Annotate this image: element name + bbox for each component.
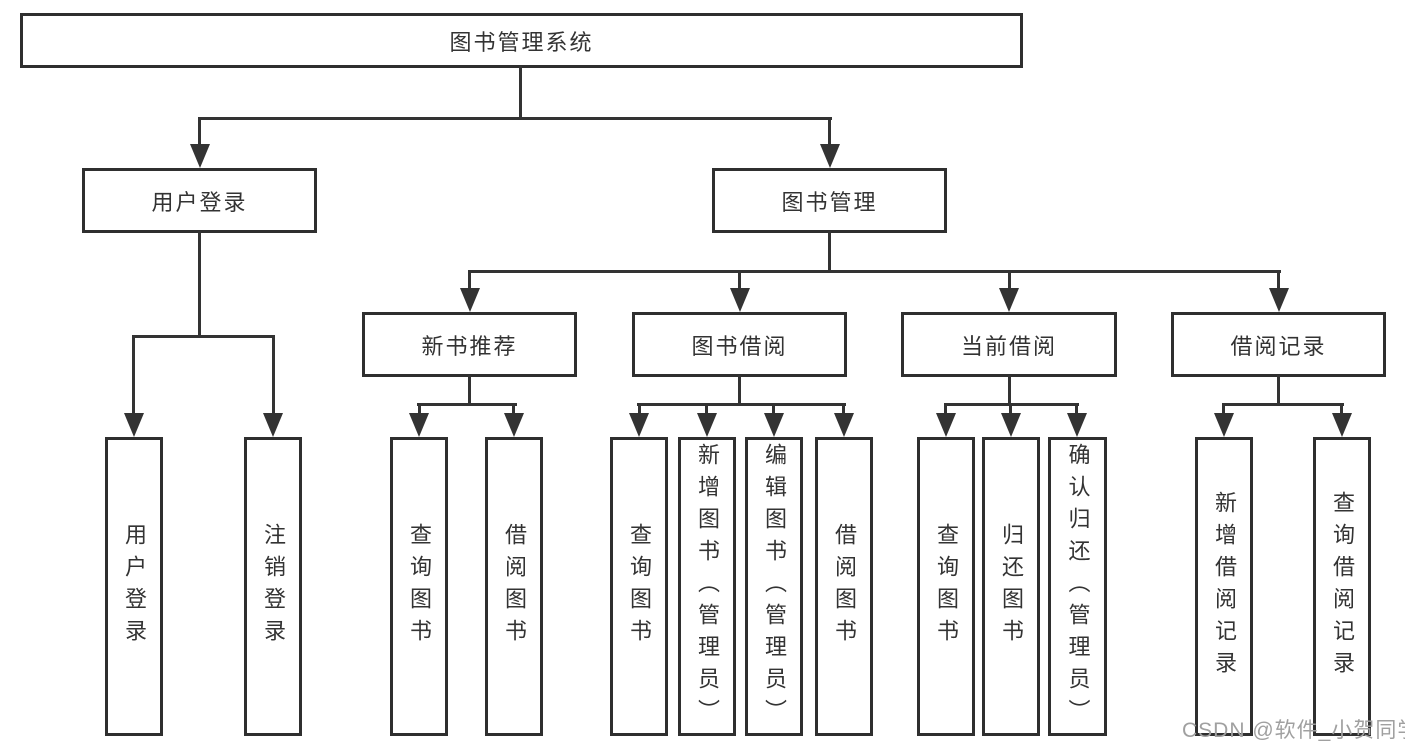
node-label: 图书借阅 [691,333,788,359]
node-label: 新增图书（管理员） [695,442,720,731]
arrowhead-down [263,413,283,437]
arrowhead-down [1269,288,1289,312]
connector-line [272,335,275,417]
node-label: 图书管理系统 [449,29,594,55]
connector-line [468,270,471,292]
node-label: 编辑图书（管理员） [762,442,787,731]
node-label: 归还图书 [999,522,1024,651]
node-new-book-recommend: 新书推荐 [362,312,577,377]
arrowhead-down [1332,413,1352,437]
node-label: 查询借阅记录 [1330,490,1355,683]
node-cb-return-book: 归还图书 [982,437,1040,736]
node-label: 用户登录 [122,522,147,651]
connector-line [1222,403,1225,417]
node-label: 新书推荐 [421,333,518,359]
connector-line [1008,270,1011,292]
node-leaf-logout: 注销登录 [244,437,302,736]
connector-line [738,270,741,292]
node-label: 查询图书 [934,522,959,651]
node-label: 图书管理 [781,189,878,215]
arrowhead-down [936,413,956,437]
connector-line [705,403,708,417]
connector-line [1009,403,1012,417]
arrowhead-down [504,413,524,437]
node-leaf-user-login: 用户登录 [105,437,163,736]
connector-line [738,375,741,406]
node-user-login: 用户登录 [82,168,317,233]
connector-line [1277,270,1280,292]
node-br-query-record: 查询借阅记录 [1313,437,1371,736]
node-bb-borrow-book: 借阅图书 [815,437,873,736]
node-label: 用户登录 [151,189,248,215]
node-nb-query-book: 查询图书 [390,437,448,736]
node-label: 注销登录 [261,522,286,651]
connector-line [468,270,1281,273]
connector-line [1277,375,1280,406]
node-library-system: 图书管理系统 [20,13,1023,68]
arrowhead-down [730,288,750,312]
node-nb-borrow-book: 借阅图书 [485,437,543,736]
arrowhead-down [1067,413,1087,437]
connector-line [638,403,641,417]
node-label: 当前借阅 [960,333,1057,359]
arrowhead-down [999,288,1019,312]
arrowhead-down [460,288,480,312]
arrowhead-down [124,413,144,437]
node-bb-add-book-admin: 新增图书（管理员） [678,437,736,736]
node-label: 查询图书 [407,522,432,651]
connector-line [198,231,201,338]
connector-line [198,117,201,148]
arrowhead-down [820,144,840,168]
connector-line [132,335,275,338]
connector-line [1008,375,1011,406]
connector-line [772,403,775,417]
arrowhead-down [697,413,717,437]
node-book-borrowing: 图书借阅 [632,312,847,377]
node-br-add-record: 新增借阅记录 [1195,437,1253,736]
arrowhead-down [629,413,649,437]
node-label: 借阅图书 [832,522,857,651]
arrowhead-down [1001,413,1021,437]
node-borrowing-records: 借阅记录 [1171,312,1386,377]
arrowhead-down [834,413,854,437]
connector-line [828,231,831,273]
node-cb-query-book: 查询图书 [917,437,975,736]
connector-line [198,117,832,120]
connector-line [842,403,845,417]
connector-line [1340,403,1343,417]
node-book-management: 图书管理 [712,168,947,233]
connector-line [1075,403,1078,417]
node-label: 查询图书 [627,522,652,651]
csdn-watermark: CSDN @软件_小贺同学 [1182,719,1405,742]
connector-line [512,403,515,417]
connector-line [637,403,846,406]
node-label: 确认归还（管理员） [1065,442,1091,731]
arrowhead-down [764,413,784,437]
connector-line [519,66,522,120]
node-label: 新增借阅记录 [1212,490,1237,683]
connector-line [417,403,517,406]
arrowhead-down [409,413,429,437]
node-bb-edit-book-admin: 编辑图书（管理员） [745,437,803,736]
connector-line [944,403,947,417]
node-current-borrowing: 当前借阅 [901,312,1117,377]
connector-line [828,117,831,148]
arrowhead-down [190,144,210,168]
node-cb-confirm-return-admin: 确认归还（管理员） [1048,437,1107,736]
arrowhead-down [1214,413,1234,437]
connector-line [132,335,135,417]
node-label: 借阅记录 [1230,333,1327,359]
connector-line [1222,403,1344,406]
connector-line [418,403,421,417]
connector-line [468,375,471,406]
node-label: 借阅图书 [502,522,527,651]
node-bb-query-book: 查询图书 [610,437,668,736]
